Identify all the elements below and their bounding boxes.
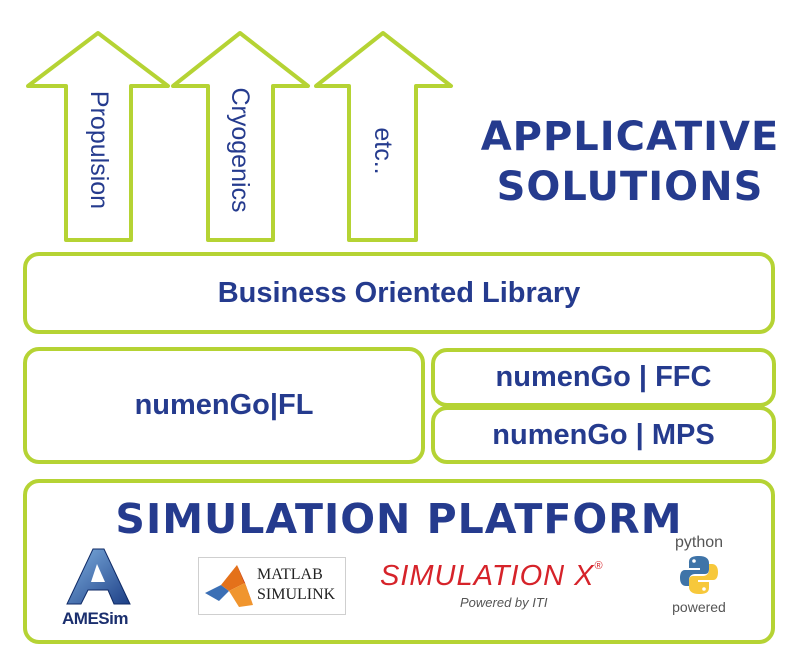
numengo-ffc-box: numenGo | FFC <box>431 348 776 407</box>
applicative-line1: APPLICATIVE <box>480 114 780 160</box>
arrow-label-etc: etc.. <box>369 127 397 175</box>
numengo-fl-box: numenGo|FL <box>23 347 425 464</box>
matlab-simulink-logo: MATLAB SIMULINK <box>198 557 346 615</box>
arrow-propulsion <box>26 31 170 242</box>
matlab-membrane-icon <box>205 565 253 607</box>
arrow-label-propulsion: Propulsion <box>85 90 113 210</box>
simulation-platform-title: SIMULATION PLATFORM <box>115 495 683 543</box>
simulationx-text: SIMULATION X <box>380 560 595 592</box>
python-powered-logo: python powered <box>664 534 734 620</box>
amesim-a-icon <box>66 548 131 605</box>
simulink-text: SIMULINK <box>257 586 336 603</box>
numengo-fl-label: numenGo|FL <box>134 389 314 421</box>
arrow-etc <box>314 31 453 242</box>
simulationx-powered-by: Powered by ITI <box>460 595 548 610</box>
simulationx-registered: ® <box>594 560 603 572</box>
applicative-solutions-title: APPLICATIVE SOLUTIONS <box>470 112 790 212</box>
amesim-logo: AMESim <box>50 546 140 628</box>
arrow-label-cryogenics: Cryogenics <box>226 87 254 213</box>
business-oriented-library-box: Business Oriented Library <box>23 252 775 334</box>
matlab-text: MATLAB <box>257 566 323 583</box>
arrow-cryogenics <box>171 31 310 242</box>
business-oriented-library-label: Business Oriented Library <box>217 276 581 309</box>
simulationx-logo: SIMULATION X® Powered by ITI <box>380 560 620 620</box>
powered-text: powered <box>672 599 726 615</box>
amesim-text: AMESim <box>62 609 128 628</box>
python-text: python <box>674 534 724 551</box>
arrows-graphic <box>26 31 453 242</box>
numengo-mps-box: numenGo | MPS <box>431 406 776 464</box>
numengo-mps-label: numenGo | MPS <box>492 418 715 451</box>
applicative-line2: SOLUTIONS <box>496 164 764 210</box>
numengo-ffc-label: numenGo | FFC <box>495 361 712 393</box>
simulation-platform-box: SIMULATION PLATFORM <box>23 479 775 644</box>
python-icon <box>680 556 718 594</box>
